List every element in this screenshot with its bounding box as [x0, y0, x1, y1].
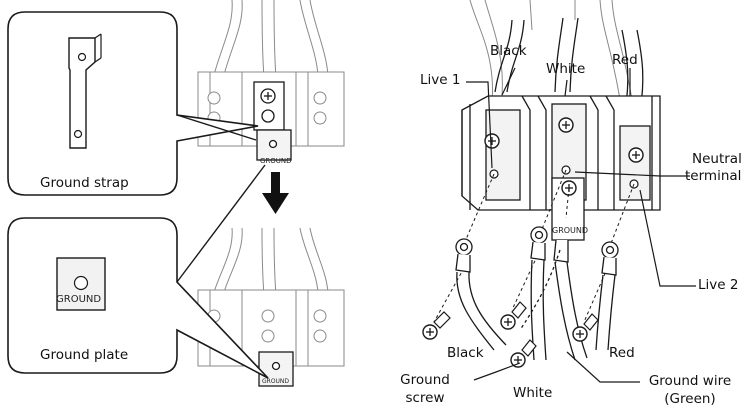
black-wire-label-top: Black — [490, 43, 527, 59]
block-bottom-ground-tag: GROUND — [262, 378, 290, 385]
leader-lines — [466, 67, 696, 383]
ground-screw-line2: screw — [405, 390, 445, 406]
red-wire-label-top: Red — [612, 52, 638, 68]
neutral-terminal-line1: Neutral — [692, 151, 742, 167]
live2-label: Live 2 — [698, 277, 739, 293]
block-top-ground-tag: GROUND — [260, 157, 292, 165]
ground-wire-line2: (Green) — [664, 391, 716, 407]
block-ground-tag: GROUND — [552, 226, 589, 235]
screw-icon — [422, 301, 599, 368]
ring-terminal-icon — [455, 226, 619, 361]
live1-label: Live 1 — [420, 72, 461, 88]
callout-ground-strap — [7, 11, 259, 196]
black-wire-label-bottom: Black — [447, 345, 484, 361]
white-wire-label-top: White — [546, 61, 586, 77]
bottom-ground-plate-area — [258, 351, 294, 387]
ground-plate-label: Ground plate — [40, 347, 129, 363]
neutral-terminal-line2: terminal — [685, 168, 742, 184]
white-wire-label-bottom: White — [513, 385, 553, 401]
plate-ground-text: GROUND — [56, 294, 102, 305]
red-wire-label-bottom: Red — [609, 345, 635, 361]
ground-wire-line1: Ground wire — [648, 373, 732, 389]
arrow-down-icon — [262, 172, 289, 214]
ground-strap-label: Ground strap — [40, 175, 129, 191]
ground-screw-line1: Ground — [400, 372, 450, 388]
top-ground-strap-area — [253, 81, 292, 161]
dashed-guides — [433, 169, 635, 323]
callout-ground-plate — [7, 164, 269, 379]
